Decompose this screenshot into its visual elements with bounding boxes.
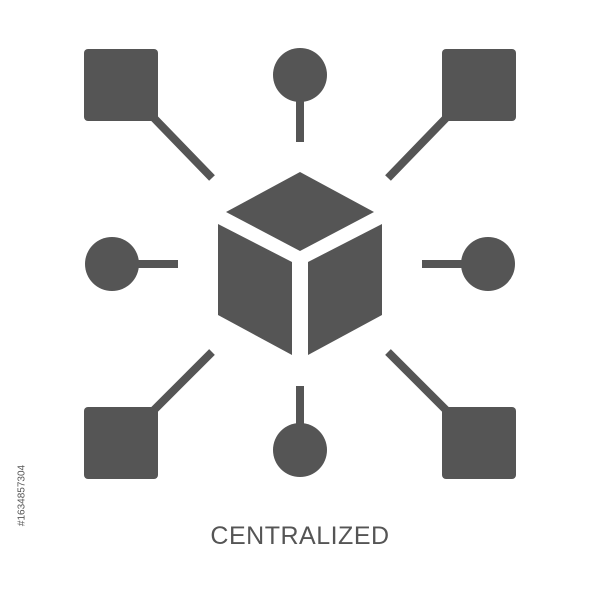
- connector-bottom-right: [385, 349, 451, 415]
- node-square-top-left: [84, 49, 158, 121]
- connector-top-left: [149, 113, 215, 181]
- node-circle-left: [85, 237, 139, 291]
- node-square-bottom-left: [84, 407, 158, 479]
- node-square-top-right: [442, 49, 516, 121]
- caption-label: CENTRALIZED: [210, 522, 390, 550]
- node-square-bottom-right: [442, 407, 516, 479]
- node-circle-top: [273, 48, 327, 102]
- connector-top-right: [385, 113, 451, 181]
- node-circle-bottom: [273, 423, 327, 477]
- stock-id-label: #1634857304: [16, 464, 28, 527]
- connector-bottom-left: [149, 349, 215, 415]
- cube-top-face: [226, 172, 374, 251]
- node-circle-right: [461, 237, 515, 291]
- cube-left-face: [218, 224, 292, 355]
- cube-right-face: [308, 224, 382, 355]
